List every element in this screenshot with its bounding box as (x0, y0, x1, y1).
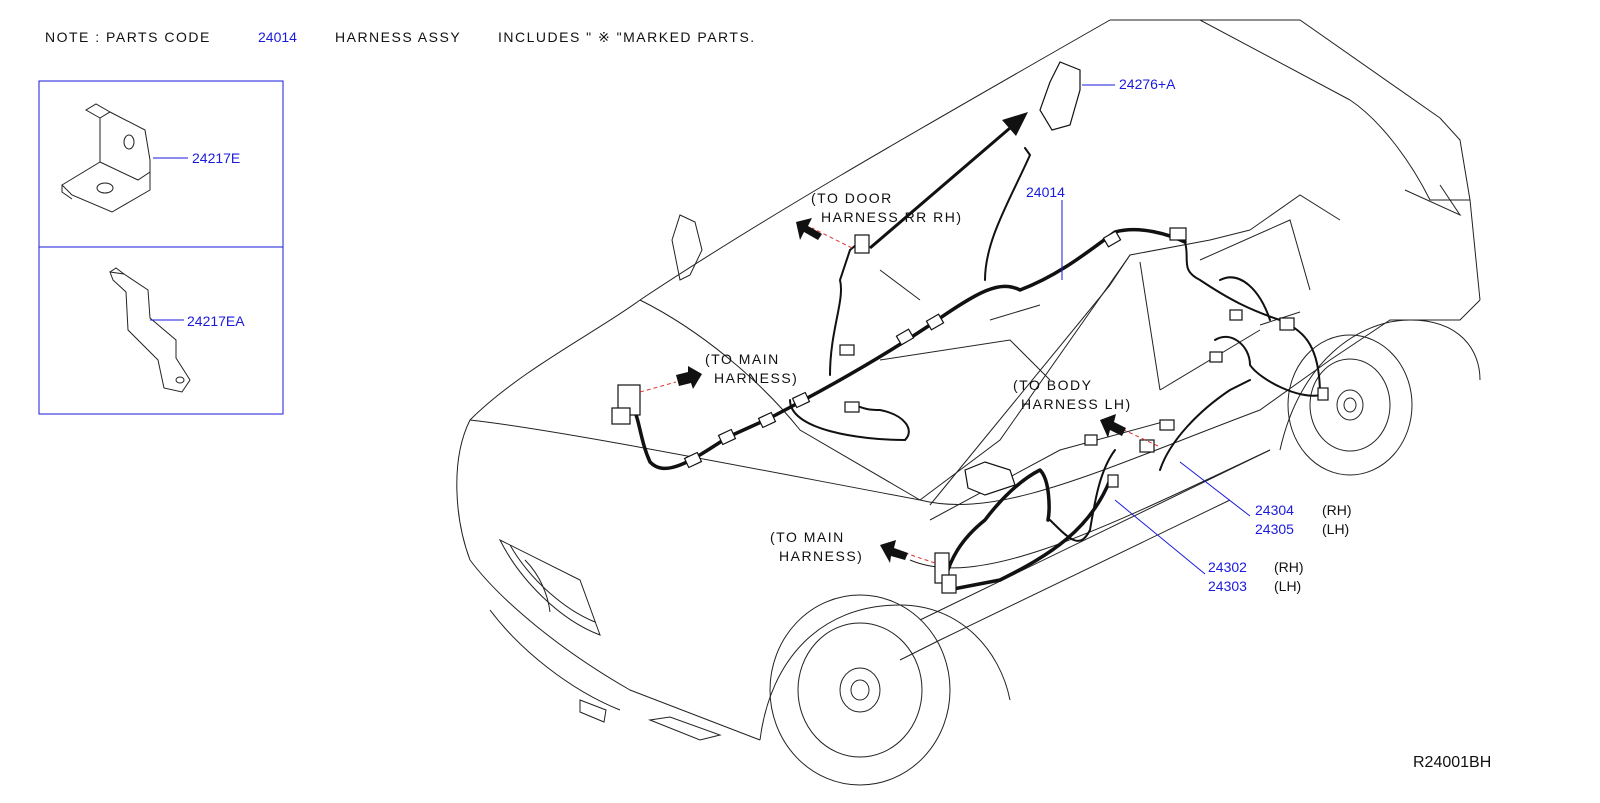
note-prefix: NOTE : PARTS CODE (45, 29, 211, 45)
harness-24014 (611, 61, 1187, 471)
inset-box: 24217E 24217EA (38, 80, 284, 415)
part-side-24304: (RH) (1322, 502, 1352, 518)
callout-main2-line1: (TO MAIN (770, 529, 845, 545)
diagram-reference: R24001BH (1413, 754, 1491, 771)
car-body-outline (456, 19, 1481, 786)
harness-rear (1139, 241, 1329, 471)
part-code-24014[interactable]: 24014 (1026, 184, 1065, 200)
part-code-24302[interactable]: 24302 (1208, 559, 1247, 575)
part-side-24303: (LH) (1274, 578, 1301, 594)
direction-arrows (639, 112, 1159, 564)
arrow-to-door-harness (796, 218, 822, 240)
part-code-24303[interactable]: 24303 (1208, 578, 1247, 594)
callout-main1-line1: (TO MAIN (705, 351, 780, 367)
leader-lines (1061, 84, 1251, 575)
part-code-24304[interactable]: 24304 (1255, 502, 1294, 518)
arrow-to-main-harness-1 (676, 366, 702, 389)
harness-24302 (934, 434, 1119, 594)
callout-door-line1: (TO DOOR (811, 190, 893, 206)
arrow-to-24276 (1002, 112, 1028, 136)
part-code-24276a[interactable]: 24276+A (1119, 76, 1176, 92)
part-side-24302: (RH) (1274, 559, 1304, 575)
arrow-to-main-harness-2 (880, 540, 908, 563)
callout-body-line2: HARNESS LH) (1021, 396, 1132, 412)
arrow-to-body-harness (1100, 414, 1126, 438)
inset-code-24217e[interactable]: 24217E (192, 150, 240, 166)
callout-main1-line2: HARNESS) (714, 370, 798, 386)
bracket-24217ea-drawing (109, 267, 191, 393)
header-note: NOTE : PARTS CODE 24014 HARNESS ASSY INC… (45, 29, 756, 45)
callouts: (TO DOOR HARNESS RR RH) (TO MAIN HARNESS… (705, 190, 1132, 564)
callout-door-line2: HARNESS RR RH) (821, 209, 963, 225)
part-code-24305[interactable]: 24305 (1255, 521, 1294, 537)
inset-code-24217ea[interactable]: 24217EA (187, 313, 245, 329)
note-part-code[interactable]: 24014 (258, 29, 297, 45)
note-includes: INCLUDES " ※ "MARKED PARTS. (498, 29, 756, 45)
note-harness-assy: HARNESS ASSY (335, 29, 461, 45)
part-side-24305: (LH) (1322, 521, 1349, 537)
part-labels: 24276+A 24014 24304 (RH) 24305 (LH) 2430… (1026, 76, 1352, 594)
callout-main2-line2: HARNESS) (779, 548, 863, 564)
bracket-24217e-drawing (61, 103, 151, 213)
callout-body-line1: (TO BODY (1013, 377, 1092, 393)
